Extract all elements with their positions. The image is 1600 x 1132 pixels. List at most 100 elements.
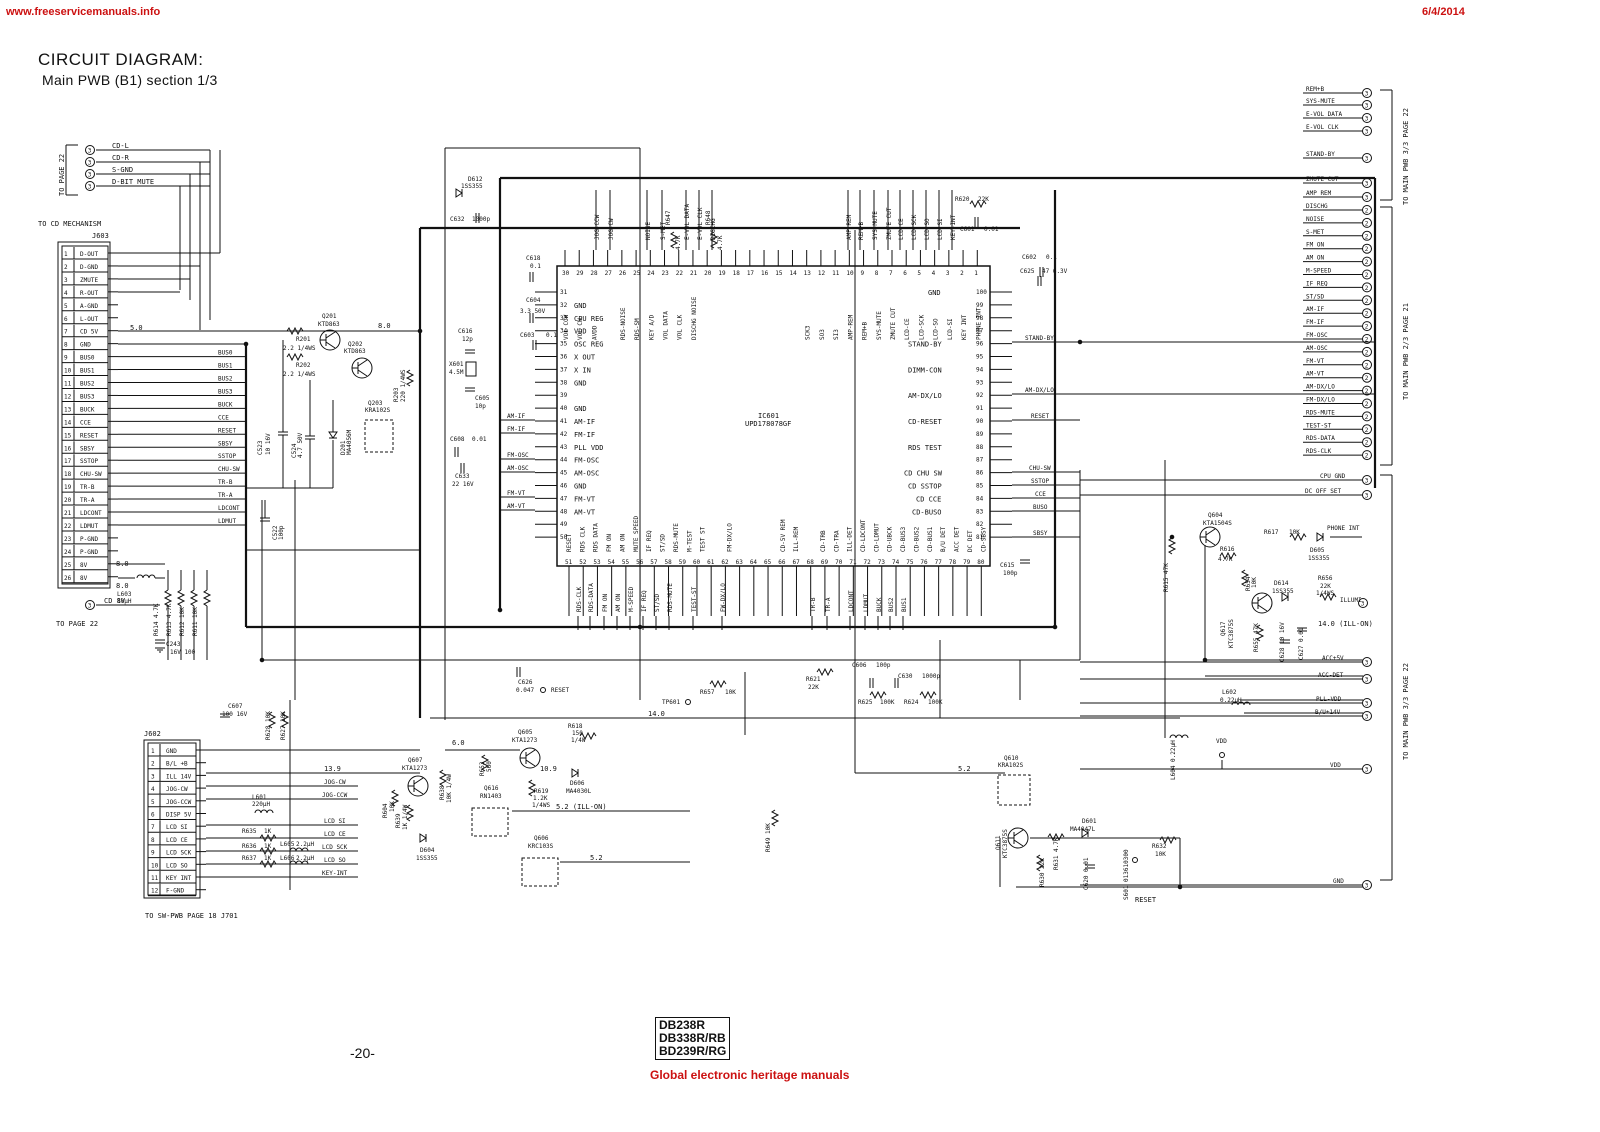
right-net-label-b: IF REQ	[1306, 280, 1328, 287]
q610-ref: Q610	[1004, 755, 1019, 762]
j602-net-label: KEY-INT	[322, 870, 348, 877]
ic-left-pin-number: 50	[560, 534, 568, 541]
ic-left-net-label: FM-OSC	[507, 452, 529, 459]
tp601-ref: TP601	[662, 699, 680, 706]
ic-left-pin-number: 34	[560, 328, 568, 335]
r647-ref: R647	[665, 210, 672, 225]
q203-ref: Q203	[368, 400, 383, 407]
q607-value: KTA1273	[402, 765, 428, 772]
ic-right-pin-number: 87	[976, 457, 984, 464]
r630-label: R630 22K	[1039, 858, 1046, 887]
l605-ref: L605	[280, 841, 295, 848]
transistor-emitter	[525, 759, 536, 767]
voltage-5-2-b: 5.2	[958, 765, 971, 773]
ic-left-pin-number: 32	[560, 302, 568, 309]
ic-top-pin-number: 9	[861, 270, 865, 277]
ic-bottom-pin-label: RESET	[566, 534, 573, 552]
cd-output-connector	[85, 145, 95, 155]
cd8v-connector	[85, 600, 95, 610]
ic-left-pin-number: 35	[560, 341, 568, 348]
r203-ref: R203	[393, 387, 400, 402]
right-connector-a	[1362, 126, 1372, 136]
q201-value: KTD863	[318, 321, 340, 328]
j603-pin-label: GND	[80, 342, 91, 349]
voltage-14v-ill: 14.0 (ILL-ON)	[1318, 620, 1373, 628]
ic-bottom-pin-number: 53	[593, 559, 601, 566]
r631-label: R631 4.7K	[1053, 837, 1060, 870]
d601-ref: D601	[1082, 818, 1097, 825]
ic-left-pin-label: GND	[574, 302, 587, 310]
d605-ref: D605	[1310, 547, 1325, 554]
q616-package	[471, 807, 509, 837]
j602-net-label: LCD CE	[324, 831, 346, 838]
c616-value: 12p	[462, 336, 473, 343]
r616-value: 4.7K	[1218, 556, 1233, 563]
r649-resistor	[770, 809, 780, 827]
ic-left-pin-label: GND	[574, 483, 587, 491]
print-date: 6/4/2014	[1422, 6, 1465, 18]
q616-ref: Q616	[484, 785, 499, 792]
right-group-c-label: TO MAIN PWB 3/3 PAGE 22	[1402, 663, 1410, 760]
ic-bottom-pin-label: M-TEST	[686, 530, 693, 552]
right-connector-b	[1362, 295, 1372, 306]
reset-terminal	[540, 687, 546, 693]
voltage-8v: 8.0	[116, 560, 129, 568]
ic-bottom-pin-number: 80	[977, 559, 985, 566]
vdd-terminal	[1219, 752, 1225, 758]
c630-ref: C630	[898, 673, 913, 680]
c601-ref: C601	[960, 226, 975, 233]
port-number: 3	[88, 160, 92, 167]
q617-value: KTC3875S	[1228, 619, 1235, 648]
r657-value: 10K	[725, 689, 736, 696]
r201-value: 2.2 1/4WS	[283, 345, 316, 352]
c618-value: 0.1	[530, 263, 541, 270]
j603-net-label: BUS3	[218, 388, 233, 395]
illumi-connector	[1358, 598, 1368, 608]
j602-net-label: JOG-CCW	[322, 792, 348, 799]
port-number: 3	[1365, 883, 1369, 890]
j603-pin-number: 12	[64, 393, 72, 400]
j602-pin-label: DISP 5V	[166, 812, 192, 819]
q604-value: KTA1504S	[1203, 520, 1232, 527]
q611-value: KTC3875S	[1002, 829, 1009, 858]
right-net-label-c: DC OFF SET	[1305, 488, 1342, 495]
ic-top-pin-label: PHONE INT	[975, 307, 982, 340]
l605-inductor	[289, 847, 309, 852]
ic-bottom-net-label: BUS2	[888, 597, 895, 612]
r638-resistor	[438, 769, 448, 787]
ic-top-pin-number: 7	[889, 270, 893, 277]
j603-pin-label: D-GND	[80, 264, 98, 271]
c606-value: 100p	[876, 662, 891, 669]
ic-bottom-pin-label: RDS CLK	[579, 526, 586, 552]
port-number: 2	[1365, 272, 1369, 279]
j602-pin-number: 9	[151, 850, 155, 857]
ic-top-pin-number: 19	[718, 270, 726, 277]
ic-top-pin-number: 13	[804, 270, 812, 277]
model-2: DB338R/RB	[659, 1031, 726, 1045]
r653-resistor	[480, 754, 490, 772]
j602-net-label: LCD SO	[324, 857, 346, 864]
r655-resistor	[1255, 624, 1265, 642]
source-url[interactable]: www.freeservicemanuals.info	[6, 6, 161, 18]
transistor-emitter	[357, 369, 368, 377]
c626-value: 0.047	[516, 687, 534, 694]
ic-bottom-pin-number: 59	[679, 559, 687, 566]
footer-tagline: Global electronic heritage manuals	[650, 1068, 850, 1082]
ic-left-pin-number: 37	[560, 366, 568, 373]
r202-value: 2.2 1/4WS	[283, 371, 316, 378]
j603-net-label: BUS0	[218, 350, 233, 357]
ic-top-pin-label: DISCHG NOISE	[691, 296, 698, 340]
j602-pin-label: ILL 14V	[166, 773, 192, 780]
ic-top-pin-number: 23	[662, 270, 670, 277]
ic-left-pin-number: 45	[560, 470, 568, 477]
r201-resistor	[286, 326, 304, 336]
right-connector-c	[1362, 764, 1372, 774]
d605-value: 1SS355	[1308, 555, 1330, 562]
j603-pin-number: 21	[64, 510, 72, 517]
ic-bottom-pin-number: 52	[579, 559, 587, 566]
ic-bottom-pin-number: 66	[778, 559, 786, 566]
c628-label: C628 10 16V	[1279, 622, 1286, 662]
j603-net-label: SBSY	[218, 440, 233, 447]
transistor-collector	[1257, 594, 1268, 602]
